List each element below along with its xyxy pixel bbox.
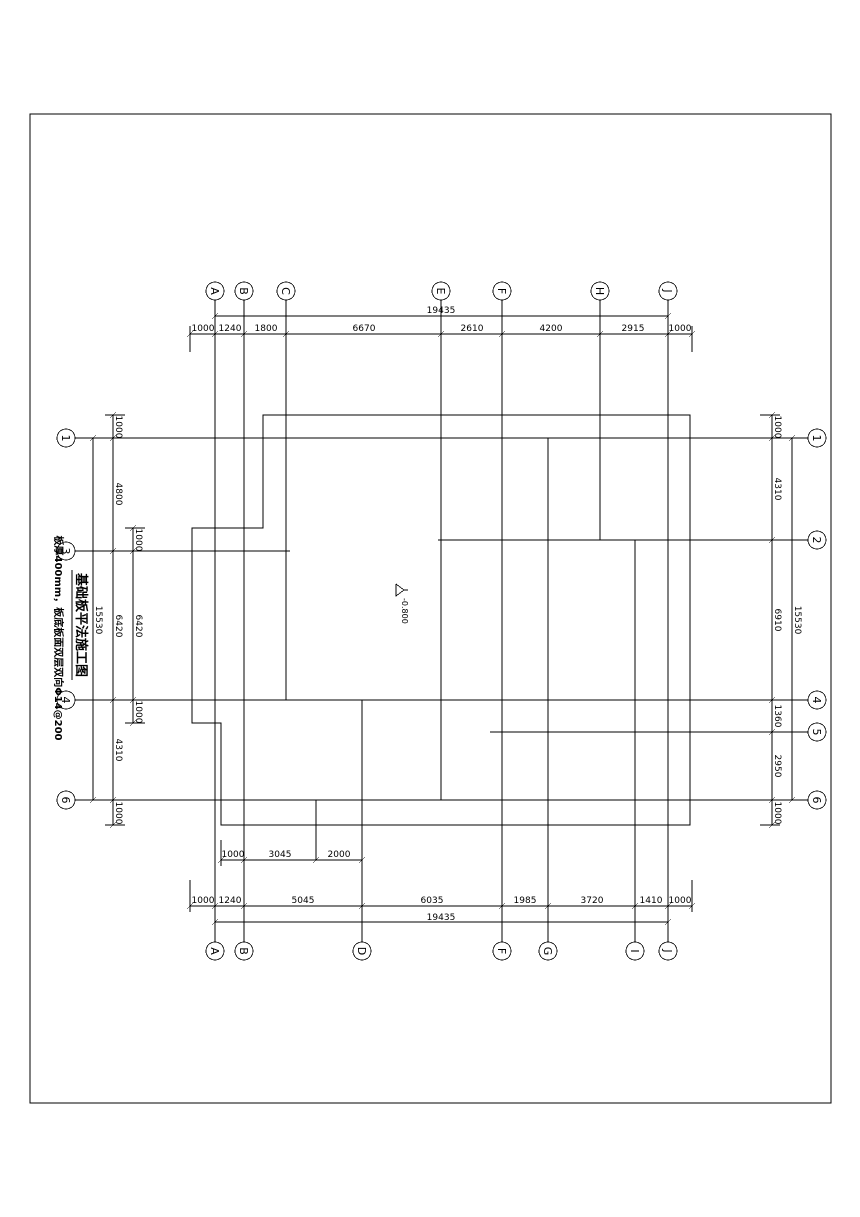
right-dimensions [760,411,796,829]
drawing-title: 基础板平法施工图 [73,572,89,677]
dim-bottom-2: 5045 [292,896,315,906]
axis-bubbles-top [205,281,678,301]
dim-bottom-3: 6035 [421,896,444,906]
axis-bubbles-right [807,428,827,810]
axis-label-left-4: 4 [59,697,72,704]
dim-right-mid-5: 1000 [772,802,782,825]
dim-bottom-6: 1410 [640,896,663,906]
dim-bottom-inner-1: 3045 [269,850,292,860]
axis-label-top-J: J [661,288,674,292]
axis-label-top-H: H [593,287,606,295]
dim-bottom-inner-2: 2000 [328,850,351,860]
dim-right-mid-4: 2950 [772,755,782,778]
dim-left-mid-2: 6420 [113,615,123,638]
axis-label-right-6: 6 [810,797,823,804]
dim-right-outer-0: 15530 [792,606,802,635]
axis-labels-left: 1 3 4 6 [59,435,72,804]
axis-label-right-1: 1 [810,435,823,442]
axis-label-bottom-I: I [628,949,641,952]
axis-bubbles-bottom [205,941,678,961]
axis-label-top-A: A [208,287,221,295]
axis-label-left-6: 6 [59,797,72,804]
dim-top-7: 1000 [669,324,692,334]
axis-label-bottom-B: B [237,947,250,955]
dim-bottom-0: 1000 [192,896,215,906]
dim-left-mid-3: 4310 [113,739,123,762]
axis-label-right-5: 5 [810,729,823,736]
sheet-frame [29,113,832,1104]
dim-bottom-total: 19435 [427,913,456,923]
dim-text-right: 15530 1000 4310 6910 1360 2950 1000 [772,416,802,825]
axis-label-bottom-J: J [661,948,674,952]
dim-bottom-4: 1985 [514,896,537,906]
dim-top-total: 19435 [427,306,456,316]
elevation-marker: -0.800 [395,583,409,624]
slab-outline [191,414,691,826]
dim-top-0: 1000 [192,324,215,334]
axis-label-bottom-D: D [355,947,368,955]
dim-right-mid-3: 1360 [772,705,782,728]
dim-left-inner-1: 6420 [133,615,143,638]
bottom-dimensions [186,840,696,926]
axis-label-left-3: 3 [59,548,72,555]
dim-bottom-5: 3720 [581,896,604,906]
grid-lines [72,300,808,943]
axis-label-top-E: E [434,288,447,295]
dim-left-mid-1: 4800 [113,483,123,506]
dim-bottom-inner-0: 1000 [222,850,245,860]
dim-right-mid-0: 1000 [772,416,782,439]
drawing-title-block: 基础板平法施工图 板厚400mm，板底板面双层双向Φ14@200 [52,535,89,740]
dim-bottom-1: 1240 [219,896,242,906]
dim-left-inner-2: 1000 [133,701,143,724]
dim-text-bottom: 1000 3045 2000 1000 1240 5045 6035 1985 … [192,850,692,923]
axis-label-right-4: 4 [810,697,823,704]
drawing-note: 板厚400mm，板底板面双层双向Φ14@200 [52,535,65,740]
dim-left-mid-0: 1000 [113,416,123,439]
left-dimensions [89,411,145,829]
dim-right-mid-1: 4310 [772,478,782,501]
axis-label-bottom-G: G [541,947,554,956]
axis-label-top-C: C [279,287,292,295]
axis-labels-bottom: A B D F G I J [208,947,674,956]
axis-label-right-2: 2 [810,537,823,544]
elevation-label: -0.800 [400,598,409,624]
dim-top-6: 2915 [622,324,645,334]
dim-right-mid-2: 6910 [772,609,782,632]
dim-bottom-7: 1000 [669,896,692,906]
dim-left-outer-0: 15530 [93,606,103,635]
dim-top-5: 4200 [540,324,563,334]
axis-bubbles-left [56,428,76,810]
dim-text-left: 15530 1000 4800 6420 4310 1000 1000 6420… [93,416,143,825]
axis-label-bottom-F: F [495,948,508,954]
dim-top-4: 2610 [461,324,484,334]
axis-label-top-B: B [237,287,250,295]
dim-top-3: 6670 [353,324,376,334]
axis-label-bottom-A: A [208,947,221,955]
dim-top-2: 1800 [255,324,278,334]
axis-label-top-F: F [495,288,508,294]
axis-labels-right: 1 2 4 5 6 [810,435,823,804]
dim-text-top: 19435 1000 1240 1800 6670 2610 4200 2915… [192,306,692,334]
top-dimensions [186,310,696,352]
axis-label-left-1: 1 [59,435,72,442]
dim-top-1: 1240 [219,324,242,334]
dim-left-mid-4: 1000 [113,802,123,825]
axis-labels-top: A B C E F H J [208,287,674,295]
dim-left-inner-0: 1000 [133,529,143,552]
